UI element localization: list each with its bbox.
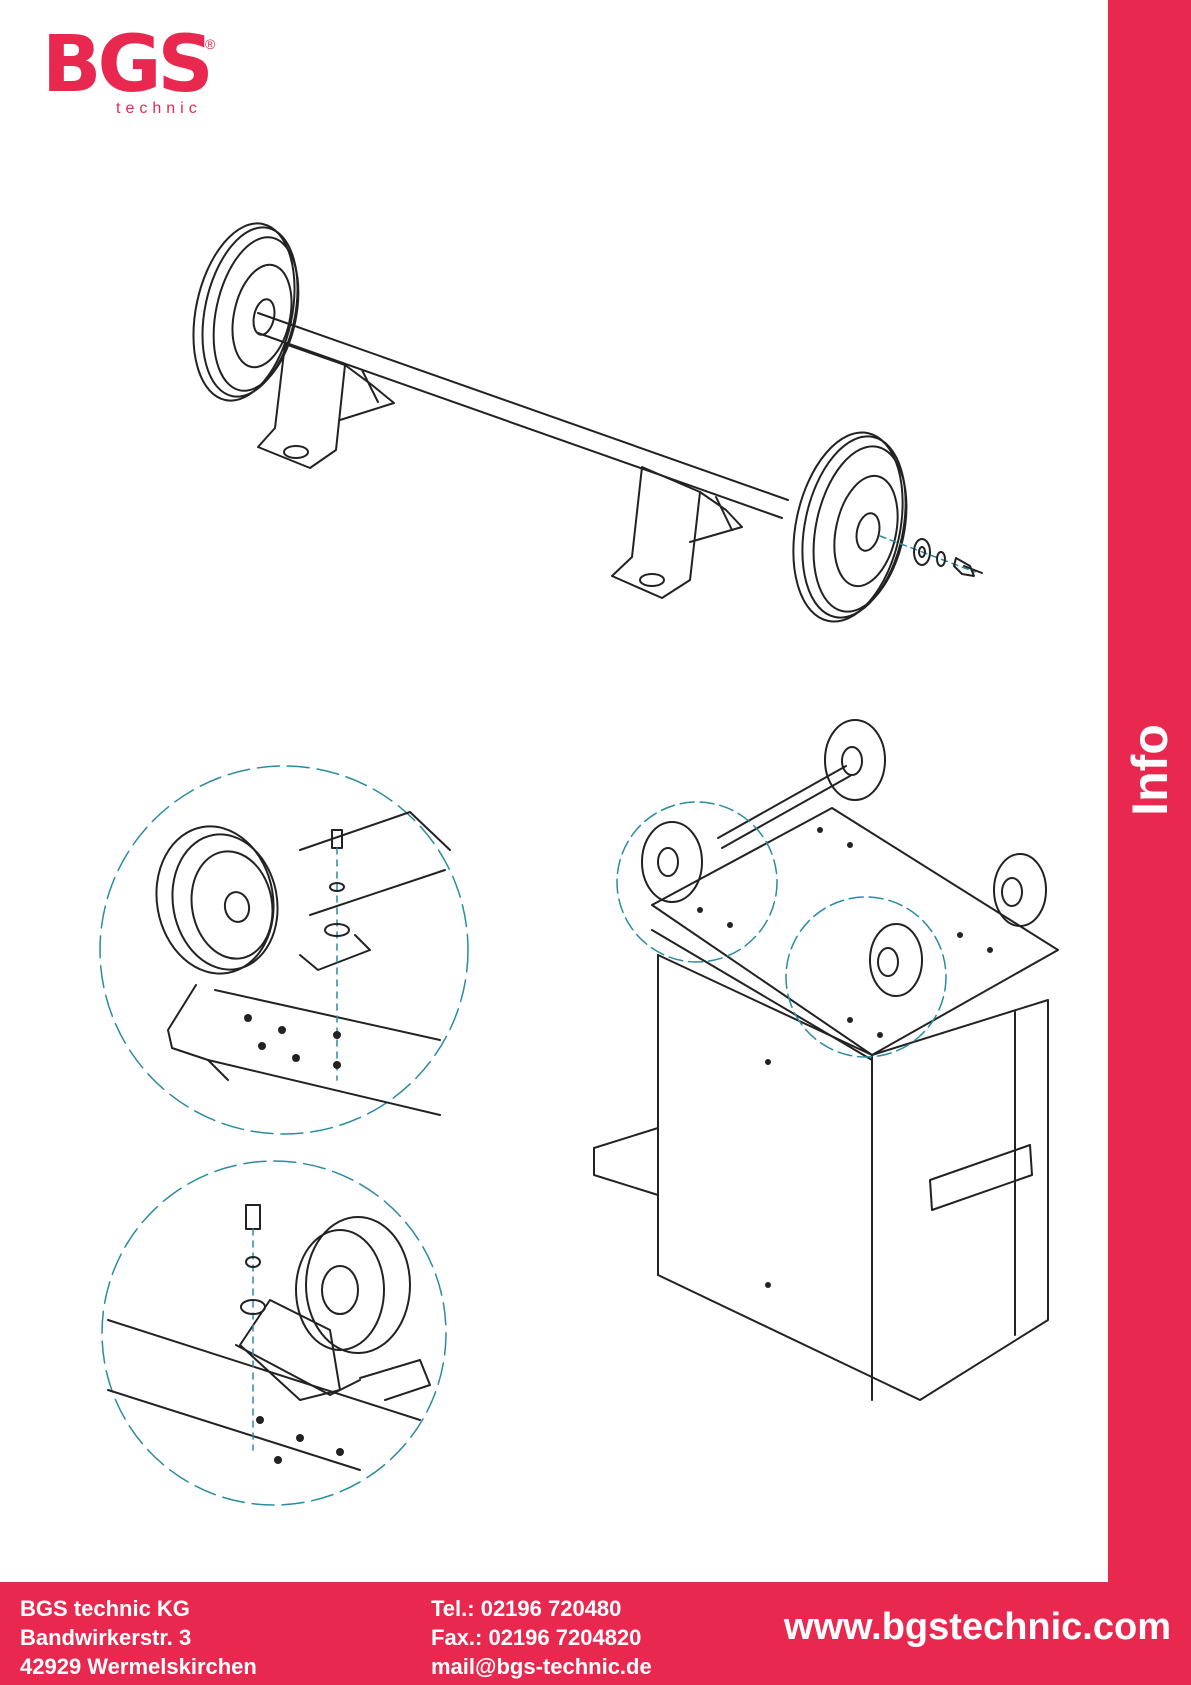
street-address: Bandwirkerstr. 3 — [20, 1623, 257, 1652]
trolley-underside-illustration — [594, 720, 1058, 1400]
axle-mounting-detail-illustration — [100, 766, 468, 1134]
caster-mounting-detail-illustration — [102, 1161, 446, 1505]
company-name: BGS technic KG — [20, 1594, 257, 1623]
city-address: 42929 Wermelskirchen — [20, 1652, 257, 1681]
email-link[interactable]: mail@bgs-technic.de — [431, 1652, 652, 1681]
phone-number: Tel.: 02196 720480 — [431, 1594, 652, 1623]
assembly-drawings — [0, 0, 1108, 1582]
website-link[interactable]: www.bgstechnic.com — [784, 1606, 1171, 1649]
footer-contact: Tel.: 02196 720480 Fax.: 02196 7204820 m… — [431, 1594, 652, 1681]
side-bar: Info — [1108, 0, 1191, 1685]
footer: BGS technic KG Bandwirkerstr. 3 42929 We… — [0, 1582, 1191, 1685]
footer-address: BGS technic KG Bandwirkerstr. 3 42929 We… — [20, 1594, 257, 1681]
fax-number: Fax.: 02196 7204820 — [431, 1623, 652, 1652]
axle-assembly-illustration — [178, 214, 982, 632]
side-label-info: Info — [1121, 724, 1179, 816]
